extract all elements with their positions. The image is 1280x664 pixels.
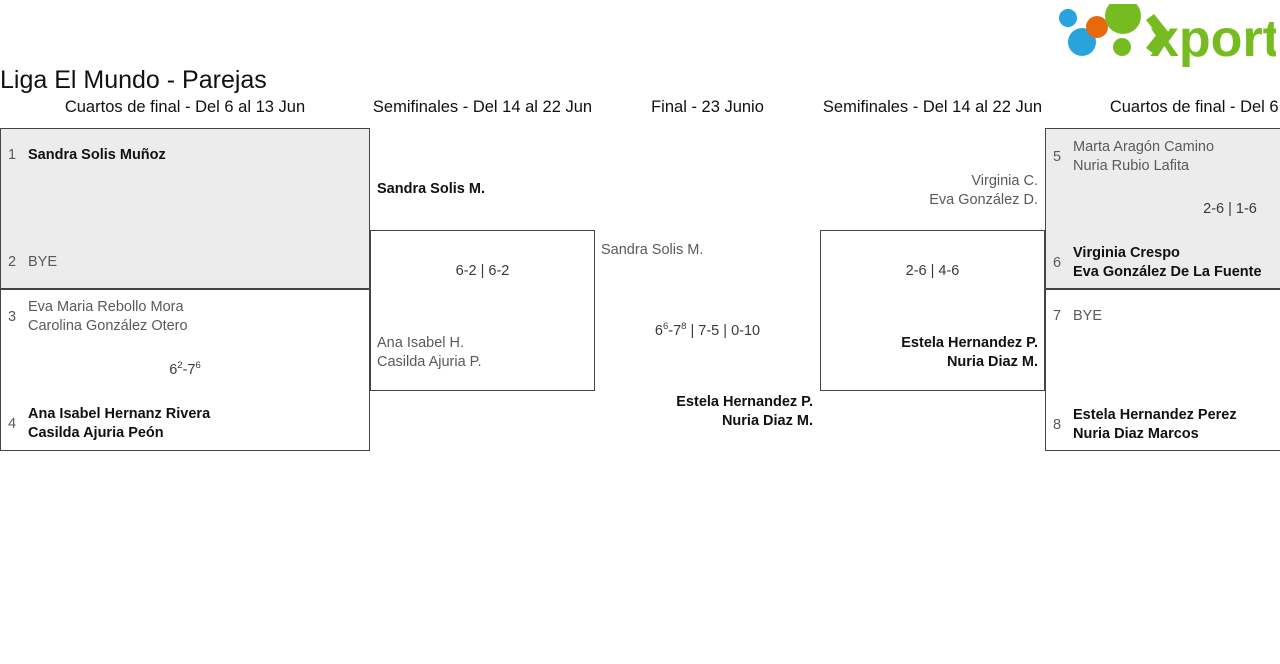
competitor-slot-sf1-top[interactable]: Sandra Solis M. <box>377 180 589 199</box>
match-box-qf-3[interactable] <box>1045 128 1280 289</box>
competitor-name: Eva González D. <box>929 192 1038 208</box>
competitor-names: Estela Hernandez P. Nuria Diaz M. <box>676 393 813 431</box>
competitor-name: Casilda Ajuria Peón <box>28 425 164 441</box>
competitor-name: Marta Aragón Camino <box>1073 139 1215 155</box>
competitor-names: Sandra Solis Muñoz <box>28 146 166 165</box>
competitor-slot-final-top[interactable]: Sandra Solis M. <box>601 241 813 260</box>
round-header-quarterfinals-left: Cuartos de final - Del 6 al 13 Jun <box>64 98 306 116</box>
seed-number: 6 <box>1053 254 1062 271</box>
competitor-name: Sandra Solis Muñoz <box>28 147 166 163</box>
seed-number: 3 <box>8 308 17 325</box>
competitor-names: Virginia C. Eva González D. <box>929 172 1038 210</box>
competitor-name: Virginia Crespo <box>1073 245 1180 261</box>
competitor-name: Estela Hernandez Perez <box>1073 407 1237 423</box>
competitor-names: Sandra Solis M. <box>377 180 485 199</box>
seed-number: 1 <box>8 147 17 163</box>
competitor-slot-seed-6[interactable]: 6 Virginia Crespo Eva González De La Fue… <box>1053 244 1280 282</box>
match-box-qf-2[interactable] <box>0 289 370 451</box>
xporty-logo[interactable]: xporty <box>1050 4 1276 72</box>
competitor-name: Carolina González Otero <box>28 318 188 334</box>
competitor-slot-seed-2[interactable]: 2 BYE <box>8 253 362 272</box>
logo-chevron <box>1146 14 1170 54</box>
competitor-name: Estela Hernandez P. <box>901 335 1038 351</box>
competitor-slot-seed-7[interactable]: 7 BYE <box>1053 307 1280 326</box>
competitor-names: Ana Isabel H. Casilda Ajuria P. <box>377 334 482 372</box>
match-score-qf-2: 62-76 <box>169 360 201 378</box>
competitor-name: Nuria Diaz M. <box>721 413 813 429</box>
competitor-name: Sandra Solis M. <box>601 242 704 258</box>
competitor-slot-seed-1[interactable]: 1 Sandra Solis Muñoz <box>8 146 362 165</box>
competitor-slot-seed-8[interactable]: 8 Estela Hernandez Perez Nuria Diaz Marc… <box>1053 406 1280 444</box>
logo-wordmark: xporty <box>1150 10 1276 68</box>
competitor-slot-seed-5[interactable]: 5 Marta Aragón Camino Nuria Rubio Lafita <box>1053 138 1280 176</box>
match-box-qf-1[interactable] <box>0 128 370 289</box>
competitor-names: Marta Aragón Camino Nuria Rubio Lafita <box>1073 138 1214 176</box>
competitor-name: Sandra Solis M. <box>377 181 485 197</box>
competitor-name: Ana Isabel H. <box>377 335 465 351</box>
round-header-final: Final - 23 Junio <box>651 98 764 116</box>
seed-number: 8 <box>1053 416 1062 433</box>
competitor-names: Virginia Crespo Eva González De La Fuent… <box>1073 244 1262 282</box>
round-header-quarterfinals-right: Cuartos de final - Del 6 al 13 Jun <box>1109 98 1280 116</box>
competitor-names: Ana Isabel Hernanz Rivera Casilda Ajuria… <box>28 405 210 443</box>
seed-number: 5 <box>1053 148 1062 165</box>
competitor-names: Estela Hernandez P. Nuria Diaz M. <box>901 334 1038 372</box>
match-score-sf-2: 2-6 | 4-6 <box>905 263 960 279</box>
competitor-name: Ana Isabel Hernanz Rivera <box>28 406 211 422</box>
match-box-qf-4[interactable] <box>1045 289 1280 451</box>
match-box-sf-2[interactable] <box>820 230 1045 391</box>
competitor-name: Nuria Diaz M. <box>946 354 1038 370</box>
match-box-sf-1[interactable] <box>370 230 595 391</box>
match-score-final: 66-78 | 7-5 | 0-10 <box>654 321 761 339</box>
competitor-slot-sf2-bottom[interactable]: Estela Hernandez P. Nuria Diaz M. <box>826 334 1038 372</box>
competitor-name: BYE <box>1073 308 1103 324</box>
competitor-name: Nuria Diaz Marcos <box>1073 426 1199 442</box>
competitor-name: Estela Hernandez P. <box>676 394 813 410</box>
seed-number: 7 <box>1053 308 1062 324</box>
logo-dots <box>1059 4 1141 56</box>
match-score-qf-3: 2-6 | 1-6 <box>1203 201 1257 217</box>
seed-number: 4 <box>8 415 17 432</box>
competitor-name: BYE <box>28 254 58 270</box>
competitor-name: Nuria Rubio Lafita <box>1073 158 1190 174</box>
seed-number: 2 <box>8 254 17 270</box>
competitor-slot-final-bottom[interactable]: Estela Hernandez P. Nuria Diaz M. <box>601 393 813 431</box>
match-score-sf-1: 6-2 | 6-2 <box>455 263 510 279</box>
competitor-names: Estela Hernandez Perez Nuria Diaz Marcos <box>1073 406 1237 444</box>
competitor-slot-sf1-bottom[interactable]: Ana Isabel H. Casilda Ajuria P. <box>377 334 589 372</box>
competitor-name: Virginia C. <box>971 173 1038 189</box>
competitor-name: Eva Maria Rebollo Mora <box>28 299 184 315</box>
competitor-slot-sf2-top[interactable]: Virginia C. Eva González D. <box>826 172 1038 210</box>
competitor-slot-seed-3[interactable]: 3 Eva Maria Rebollo Mora Carolina Gonzál… <box>8 298 362 336</box>
competitor-slot-seed-4[interactable]: 4 Ana Isabel Hernanz Rivera Casilda Ajur… <box>8 405 362 443</box>
competitor-names: Sandra Solis M. <box>601 241 703 260</box>
competitor-name: Eva González De La Fuente <box>1073 264 1262 280</box>
competitor-names: BYE <box>1073 307 1102 326</box>
round-header-semifinals-right: Semifinales - Del 14 al 22 Jun <box>822 98 1043 116</box>
competitor-name: Casilda Ajuria P. <box>377 354 482 370</box>
competitor-names: Eva Maria Rebollo Mora Carolina González… <box>28 298 188 336</box>
title-line-1: Liga El Mundo - Parejas <box>0 66 267 94</box>
round-header-semifinals-left: Semifinales - Del 14 al 22 Jun <box>372 98 593 116</box>
competitor-names: BYE <box>28 253 57 272</box>
